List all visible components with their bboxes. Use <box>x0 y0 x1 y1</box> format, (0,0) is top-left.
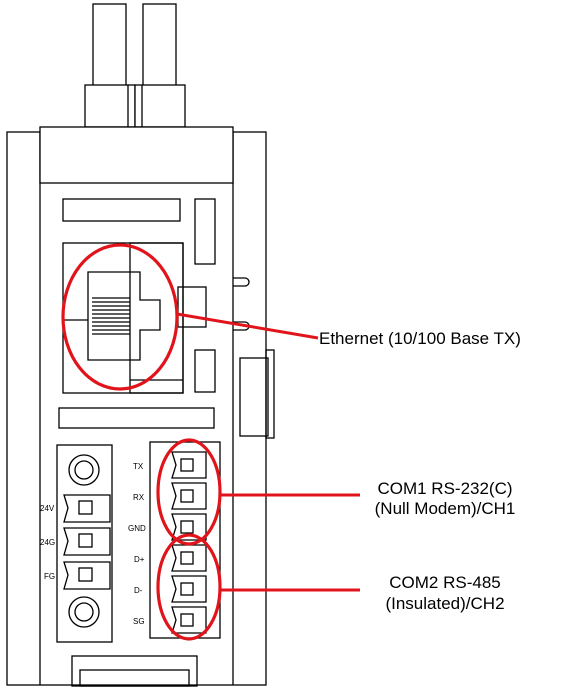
serial-terminal-sg <box>171 606 207 634</box>
pin-label-sg: SG <box>133 617 145 626</box>
pin-label-dminus: D- <box>134 586 143 595</box>
power-label-24g: 24G <box>40 538 55 547</box>
serial-terminal-tx <box>171 451 207 479</box>
power-label-fg: FG <box>44 572 55 581</box>
pin-label-dplus: D+ <box>134 555 145 564</box>
com1-callout-line1: COM1 RS-232(C) <box>377 479 512 498</box>
ethernet-callout: Ethernet (10/100 Base TX) <box>319 329 521 348</box>
serial-terminal-dplus <box>171 544 207 572</box>
pin-label-gnd: GND <box>128 524 146 533</box>
serial-terminal-dminus <box>171 575 207 603</box>
device-housing <box>6 126 275 687</box>
power-terminal-block <box>56 444 113 643</box>
power-terminal-24v <box>63 494 111 523</box>
ethernet-pins <box>92 297 130 335</box>
ethernet-port <box>62 242 207 394</box>
serial-terminal-rx <box>171 482 207 510</box>
pin-label-tx: TX <box>133 462 144 471</box>
com2-callout-line1: COM2 RS-485 <box>389 573 500 592</box>
ethernet-highlight <box>61 243 179 391</box>
power-terminal-fg <box>63 561 111 590</box>
serial-terminal-gnd <box>171 513 207 541</box>
com1-callout-line2: (Null Modem)/CH1 <box>375 499 516 518</box>
com2-callout-line2: (Insulated)/CH2 <box>385 594 504 613</box>
din-clip <box>84 3 186 128</box>
ethernet-leader-line <box>176 312 319 340</box>
pin-label-rx: RX <box>133 493 145 502</box>
power-terminal-24g <box>63 527 111 556</box>
power-label-24v: 24V <box>40 504 55 513</box>
com2-highlight <box>156 533 222 641</box>
com1-highlight <box>156 438 222 546</box>
